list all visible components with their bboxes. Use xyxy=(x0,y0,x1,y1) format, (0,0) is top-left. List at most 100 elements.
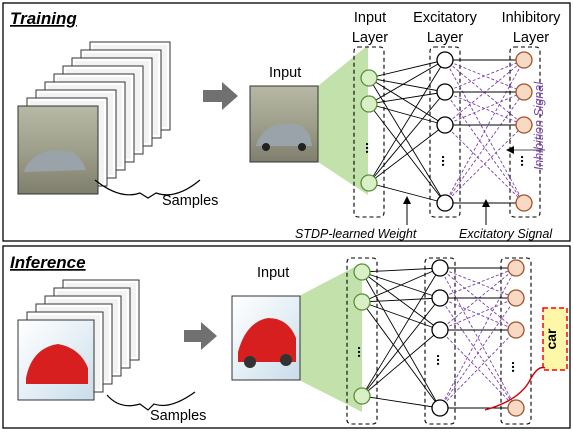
inference-input-projection xyxy=(299,263,362,412)
inference-title: Inference xyxy=(10,253,86,272)
stdp-connection xyxy=(368,103,446,126)
training-panel xyxy=(2,2,571,242)
inference-arrow-icon xyxy=(184,322,217,350)
sample-car-shape xyxy=(26,344,88,384)
inhibitory-neuron xyxy=(515,83,533,101)
inhibition-connection xyxy=(439,329,517,409)
output-link xyxy=(484,366,546,411)
inhibitory-neuron xyxy=(515,116,533,134)
inhibition-connection xyxy=(439,329,517,409)
output-class-label: car xyxy=(543,328,559,350)
training-inhibitory-layer-box xyxy=(509,46,541,218)
inference-samples-brace xyxy=(106,391,196,411)
training-samples-brace xyxy=(94,179,201,199)
stdp-connection xyxy=(361,267,441,397)
inference-input-layer-box xyxy=(346,257,378,425)
inhibitory-neuron xyxy=(515,51,533,69)
sample-frame xyxy=(17,105,99,195)
excitatory-neuron xyxy=(436,83,454,101)
stdp-connection xyxy=(368,77,446,126)
inhibition-signal-label: Inhibition Signal xyxy=(532,81,546,170)
excitatory-neuron xyxy=(431,259,449,277)
inference-panel xyxy=(2,245,571,429)
inference-excitatory-ellipsis: ... xyxy=(434,354,450,366)
inhibitory-neuron xyxy=(515,194,533,212)
stdp-connection xyxy=(368,59,446,79)
sample-car-shape xyxy=(24,150,86,172)
inference-input-image xyxy=(231,295,301,381)
stdp-weight-label: STDP-learned Weight xyxy=(295,227,417,241)
inhibition-connection xyxy=(444,124,525,204)
training-input-ellipsis: ... xyxy=(363,142,379,154)
stdp-connection xyxy=(361,395,441,409)
inhibitory-neuron xyxy=(507,399,525,417)
training-excitatory-layer-box xyxy=(429,46,461,218)
training-samples-label: Samples xyxy=(162,193,218,209)
training-input-label: Input xyxy=(269,65,301,81)
training-inhibitory-ellipsis: ... xyxy=(518,155,534,167)
training-input-projection xyxy=(318,45,368,195)
training-arrow-icon xyxy=(203,82,238,110)
training-excitatory-ellipsis: ... xyxy=(439,155,455,167)
inhibition-connection xyxy=(444,91,525,204)
excitatory-neuron xyxy=(436,116,454,134)
training-input-image xyxy=(249,85,319,163)
training-network xyxy=(360,51,533,212)
stdp-connection xyxy=(368,91,446,105)
stdp-connection xyxy=(361,297,441,397)
stdp-connection xyxy=(368,182,446,204)
input-neuron xyxy=(353,293,371,311)
stdp-connection xyxy=(368,77,446,204)
inhibition-connection xyxy=(439,267,517,409)
inhibitory-layer-label-line2: Layer xyxy=(513,30,549,46)
stdp-connection xyxy=(361,329,441,397)
stdp-connection xyxy=(361,301,441,409)
stdp-connection xyxy=(361,267,441,303)
input-neuron xyxy=(360,95,378,113)
inhibition-connection xyxy=(444,91,525,204)
stdp-connection xyxy=(361,271,441,409)
inference-input-ellipsis: ... xyxy=(355,346,371,358)
excitatory-layer-label-line2: Layer xyxy=(427,30,463,46)
output-class-box xyxy=(542,307,568,371)
input-neuron xyxy=(353,387,371,405)
training-title: Training xyxy=(10,9,77,28)
excitatory-neuron xyxy=(431,399,449,417)
inhibition-connection xyxy=(444,59,525,93)
input-neuron xyxy=(353,263,371,281)
inhibitory-neuron xyxy=(507,321,525,339)
inhibition-connection xyxy=(444,91,525,126)
inference-inhibitory-layer-box xyxy=(500,257,532,425)
stdp-connection xyxy=(368,124,446,184)
excitatory-neuron xyxy=(431,321,449,339)
stdp-connection xyxy=(368,77,446,93)
training-sample-stack xyxy=(17,41,171,195)
inhibition-connection xyxy=(439,267,517,409)
stdp-connection xyxy=(361,301,441,331)
stdp-connection xyxy=(361,267,441,273)
inhibition-connection xyxy=(439,297,517,331)
excitatory-neuron xyxy=(436,51,454,69)
stdp-connection xyxy=(368,59,446,105)
input-layer-label-line1: Input xyxy=(354,10,386,26)
training-input-layer-box xyxy=(353,46,385,218)
inference-inhibitory-ellipsis: ... xyxy=(509,361,525,373)
inhibition-connection xyxy=(439,267,517,331)
inhibitory-neuron xyxy=(507,259,525,277)
input-layer-label-line2: Layer xyxy=(352,30,388,46)
stdp-connection xyxy=(361,297,441,303)
inference-network xyxy=(353,259,525,417)
inhibitory-neuron xyxy=(507,289,525,307)
inference-sample-stack xyxy=(17,279,140,401)
inhibition-connection xyxy=(444,59,525,204)
inhibitory-layer-label-line1: Inhibitory xyxy=(502,10,562,26)
inhibition-connection xyxy=(439,267,517,299)
input-neuron xyxy=(360,174,378,192)
inhibition-connection xyxy=(439,297,517,409)
excitatory-layer-label-line1: Excitatory xyxy=(413,10,477,26)
inhibition-connection xyxy=(439,267,517,331)
input-neuron xyxy=(360,69,378,87)
excitatory-signal-label: Excitatory Signal xyxy=(459,227,553,241)
inference-input-label: Input xyxy=(257,265,289,281)
